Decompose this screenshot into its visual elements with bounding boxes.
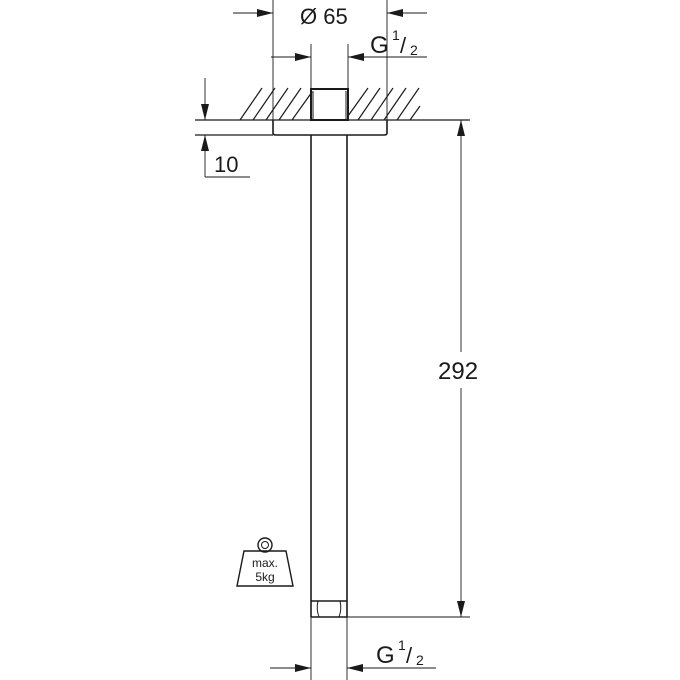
max-weight-icon: max. 5kg [236,537,294,587]
top-thread-numerator: 1 [392,27,400,43]
diameter-label: Ø 65 [300,4,348,29]
top-thread-denominator: 2 [410,42,418,58]
top-thread-slash: / [400,33,407,58]
bottom-thread-prefix: G [376,642,395,669]
weight-line2: 5kg [255,570,274,584]
diameter-dimension: Ø 65 [233,0,427,120]
flange-height-dimension: 10 [195,78,273,178]
bottom-thread-connector [310,600,348,618]
bottom-thread-numerator: 1 [398,637,406,653]
flange-outline [272,120,388,136]
bottom-thread-denominator: 2 [416,652,424,668]
weight-line1: max. [252,556,278,570]
bottom-thread-dimension: G 1 / 2 [270,617,436,680]
arm-length-label: 292 [438,358,478,385]
top-thread-connector [310,88,349,121]
ceiling-hatch [239,87,421,121]
arm-length-dimension: 292 [347,120,478,618]
top-thread-dimension: G 1 / 2 [271,27,427,89]
bottom-thread-slash: / [406,643,413,668]
top-thread-prefix: G [370,32,389,59]
flange-height-label: 10 [214,152,238,177]
